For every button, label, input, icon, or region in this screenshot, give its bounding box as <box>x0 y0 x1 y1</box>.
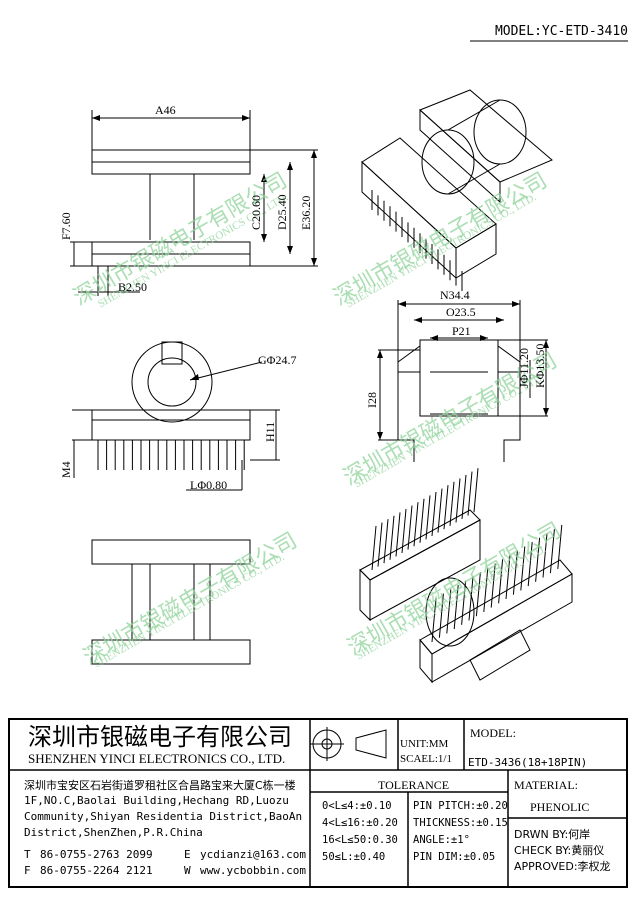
tolerance-left-1: 0<L≤4:±0.10 <box>322 800 392 812</box>
tolerance-right-1: PIN PITCH:±0.20 <box>413 800 508 812</box>
dim-m: M4 <box>59 461 73 478</box>
model-label: MODEL: <box>470 726 516 740</box>
contact-web[interactable]: www.ycbobbin.com <box>200 864 306 877</box>
contact-email[interactable]: ycdianzi@163.com <box>200 848 306 861</box>
model-header: MODEL:YC-ETD-3410 <box>494 24 628 39</box>
contact-fax: 86-0755-2264 2121 <box>40 864 153 877</box>
address-line-4: District,ShenZhen,P.R.China <box>24 826 203 839</box>
dim-k: KΦ13.50 <box>533 343 547 388</box>
contact-phone: 86-0755-2763 2099 <box>40 848 153 861</box>
isometric-bottom-pins <box>371 468 563 643</box>
side-view-pins <box>97 440 245 470</box>
tolerance-left-4: 50≤L:±0.40 <box>322 851 386 863</box>
drawn-by: DRWN BY:何岸 <box>514 828 591 841</box>
title-block: 深圳市银磁电子有限公司 SHENZHEN YINCI ELECTRONICS C… <box>8 718 628 888</box>
check-by: CHECK BY:黄丽仪 <box>514 844 605 857</box>
unit-label: UNIT:MM <box>400 738 449 750</box>
company-name-cn: 深圳市银磁电子有限公司 <box>28 723 292 751</box>
tolerance-title: TOLERANCE <box>378 778 450 792</box>
dim-c: C20.60 <box>249 194 263 230</box>
dim-h: H11 <box>263 421 277 442</box>
contact-fax-label: F <box>24 864 31 877</box>
top-view <box>70 110 318 296</box>
dim-o: O23.5 <box>446 305 476 319</box>
model-value: ETD-3436(18+18PIN) <box>468 756 588 769</box>
tolerance-right-2: THICKNESS:±0.15 <box>413 817 508 829</box>
front-view <box>378 300 548 462</box>
isometric-top-pins <box>371 190 463 291</box>
address-line-2: 1F,NO.C,Baolai Building,Hechang RD,Luozu <box>24 794 289 807</box>
contact-web-label: W <box>184 864 191 877</box>
contact-phone-label: T <box>24 848 31 861</box>
bottom-view <box>91 539 251 665</box>
company-name-en: SHENZHEN YINCI ELECTRONICS CO., LTD. <box>28 751 286 766</box>
dim-i: I28 <box>365 392 379 408</box>
address-line-3: Community,Shiyan Residentia District,Bao… <box>24 810 303 823</box>
dim-f: F7.60 <box>59 212 73 240</box>
tolerance-right-4: PIN DIM:±0.05 <box>413 851 496 863</box>
dim-a: A46 <box>155 103 176 117</box>
scale-label: SCAEL:1/1 <box>400 753 452 765</box>
tolerance-right-3: ANGLE:±1° <box>413 834 470 846</box>
isometric-bottom <box>359 509 573 684</box>
side-view <box>72 341 280 491</box>
approved-by: APPROVED:李权龙 <box>514 860 611 873</box>
dim-e: E36.20 <box>299 195 313 230</box>
dim-p: P21 <box>452 324 471 338</box>
dim-n: N34.4 <box>440 288 470 302</box>
tolerance-left-3: 16<L≤50:0.30 <box>322 834 398 846</box>
dim-b: B2.50 <box>118 280 148 294</box>
address-line-1: 深圳市宝安区石岩街道罗租社区合昌路宝来大厦C栋一楼 <box>24 779 296 792</box>
tolerance-left-2: 4<L≤16:±0.20 <box>322 817 398 829</box>
dim-d: D25.40 <box>275 194 289 230</box>
dim-l: LΦ0.80 <box>190 478 228 492</box>
material-label: MATERIAL: <box>514 778 578 792</box>
contact-email-label: E <box>184 848 191 861</box>
dim-g: GΦ24.7 <box>258 353 297 367</box>
dim-j: JΦ11.20 <box>517 348 531 388</box>
material-value: PHENOLIC <box>530 800 590 814</box>
